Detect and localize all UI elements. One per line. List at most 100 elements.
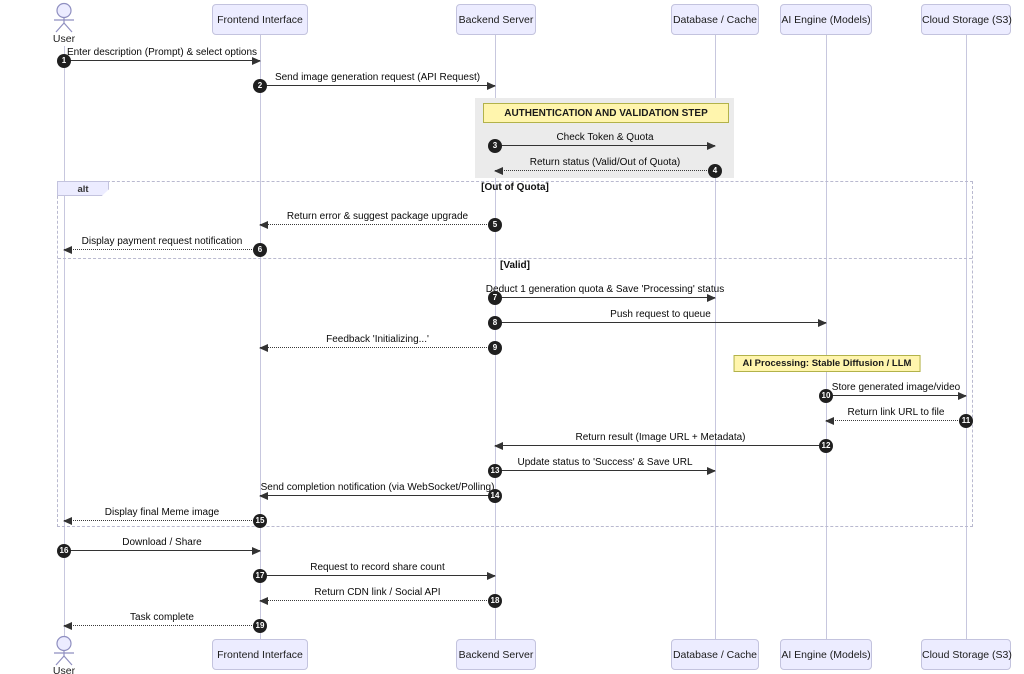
user-actor-icon xyxy=(49,635,79,672)
message-line xyxy=(260,600,495,601)
message-label: Push request to queue xyxy=(610,309,711,320)
note-ai-processing: AI Processing: Stable Diffusion / LLM xyxy=(733,355,921,372)
message-label: Display payment request notification xyxy=(81,236,243,247)
message-label: Request to record share count xyxy=(310,562,445,573)
arrowhead-icon xyxy=(63,516,72,525)
message-line xyxy=(495,297,715,298)
lifeline-ai-engine xyxy=(825,35,827,639)
message-line xyxy=(826,395,966,396)
participant-cloud-storage-top: Cloud Storage (S3) xyxy=(921,4,1012,35)
alt-fragment-label: alt xyxy=(57,181,109,196)
actor-user-bottom: User xyxy=(52,665,76,674)
sequence-number-badge: 4 xyxy=(708,164,722,178)
arrowhead-icon xyxy=(487,81,496,90)
alt-guard-valid: [Valid] xyxy=(499,260,531,271)
message-line xyxy=(260,85,495,86)
participant-cloud-storage-bottom: Cloud Storage (S3) xyxy=(921,639,1012,670)
sequence-number-badge: 16 xyxy=(57,544,71,558)
alt-fragment-box xyxy=(57,181,973,527)
arrowhead-icon xyxy=(487,571,496,580)
sequence-number-badge: 2 xyxy=(253,79,267,93)
lifeline-backend xyxy=(494,35,496,639)
participant-backend-bottom: Backend Server xyxy=(456,639,536,670)
sequence-number-badge: 11 xyxy=(959,414,973,428)
arrowhead-icon xyxy=(494,441,503,450)
message-line xyxy=(826,420,966,421)
message-label: Download / Share xyxy=(122,537,202,548)
message-line xyxy=(495,170,715,171)
actor-user-top: User xyxy=(52,33,76,45)
message-label: Send completion notification (via WebSoc… xyxy=(260,482,495,493)
sequence-number-badge: 9 xyxy=(488,341,502,355)
participant-ai-engine-top: AI Engine (Models) xyxy=(780,4,872,35)
lifeline-cloud-storage xyxy=(965,35,967,639)
participant-frontend-bottom: Frontend Interface xyxy=(212,639,308,670)
message-label: Update status to 'Success' & Save URL xyxy=(517,457,693,468)
message-line xyxy=(495,470,715,471)
message-label: Send image generation request (API Reque… xyxy=(274,72,481,83)
message-label: Feedback 'Initializing...' xyxy=(326,334,429,345)
arrowhead-icon xyxy=(252,546,261,555)
sequence-number-badge: 14 xyxy=(488,489,502,503)
sequence-number-badge: 12 xyxy=(819,439,833,453)
message-line xyxy=(64,60,260,61)
message-label: Enter description (Prompt) & select opti… xyxy=(66,47,258,58)
message-line xyxy=(64,520,260,521)
message-line xyxy=(64,550,260,551)
message-label: Store generated image/video xyxy=(831,382,961,393)
participant-database-bottom: Database / Cache xyxy=(671,639,759,670)
message-label: Task complete xyxy=(130,612,194,623)
arrowhead-icon xyxy=(259,596,268,605)
participant-backend-top: Backend Server xyxy=(456,4,536,35)
arrowhead-icon xyxy=(818,318,827,327)
sequence-number-badge: 10 xyxy=(819,389,833,403)
sequence-number-badge: 5 xyxy=(488,218,502,232)
message-line xyxy=(260,575,495,576)
arrowhead-icon xyxy=(707,466,716,475)
arrowhead-icon xyxy=(707,141,716,150)
note-authentication: AUTHENTICATION AND VALIDATION STEP xyxy=(483,103,729,123)
sequence-number-badge: 18 xyxy=(488,594,502,608)
message-label: Return error & suggest package upgrade xyxy=(286,211,469,222)
message-line xyxy=(64,249,260,250)
message-label: Return status (Valid/Out of Quota) xyxy=(529,157,681,168)
message-line xyxy=(260,495,495,496)
alt-divider xyxy=(58,258,972,259)
sequence-number-badge: 7 xyxy=(488,291,502,305)
message-label: Deduct 1 generation quota & Save 'Proces… xyxy=(485,284,725,295)
sequence-number-badge: 15 xyxy=(253,514,267,528)
participant-database-top: Database / Cache xyxy=(671,4,759,35)
sequence-number-badge: 13 xyxy=(488,464,502,478)
message-line xyxy=(260,347,495,348)
arrowhead-icon xyxy=(259,491,268,500)
sequence-number-badge: 6 xyxy=(253,243,267,257)
arrowhead-icon xyxy=(252,56,261,65)
alt-guard-out-of-quota: [Out of Quota] xyxy=(481,182,549,193)
message-line xyxy=(495,322,826,323)
message-label: Return CDN link / Social API xyxy=(314,587,441,598)
sequence-number-badge: 3 xyxy=(488,139,502,153)
message-label: Check Token & Quota xyxy=(556,132,654,143)
sequence-number-badge: 8 xyxy=(488,316,502,330)
message-label: Return result (Image URL + Metadata) xyxy=(575,432,746,443)
arrowhead-icon xyxy=(259,343,268,352)
arrowhead-icon xyxy=(63,245,72,254)
lifeline-frontend xyxy=(259,35,261,639)
message-line xyxy=(64,625,260,626)
lifeline-user xyxy=(63,46,65,637)
arrowhead-icon xyxy=(958,391,967,400)
user-actor-icon xyxy=(49,2,79,39)
message-label: Return link URL to file xyxy=(847,407,945,418)
participant-frontend-top: Frontend Interface xyxy=(212,4,308,35)
message-label: Display final Meme image xyxy=(104,507,220,518)
sequence-number-badge: 17 xyxy=(253,569,267,583)
arrowhead-icon xyxy=(494,166,503,175)
sequence-number-badge: 19 xyxy=(253,619,267,633)
message-line xyxy=(495,445,826,446)
arrowhead-icon xyxy=(63,621,72,630)
message-line xyxy=(260,224,495,225)
arrowhead-icon xyxy=(825,416,834,425)
lifeline-database xyxy=(714,35,716,639)
arrowhead-icon xyxy=(259,220,268,229)
